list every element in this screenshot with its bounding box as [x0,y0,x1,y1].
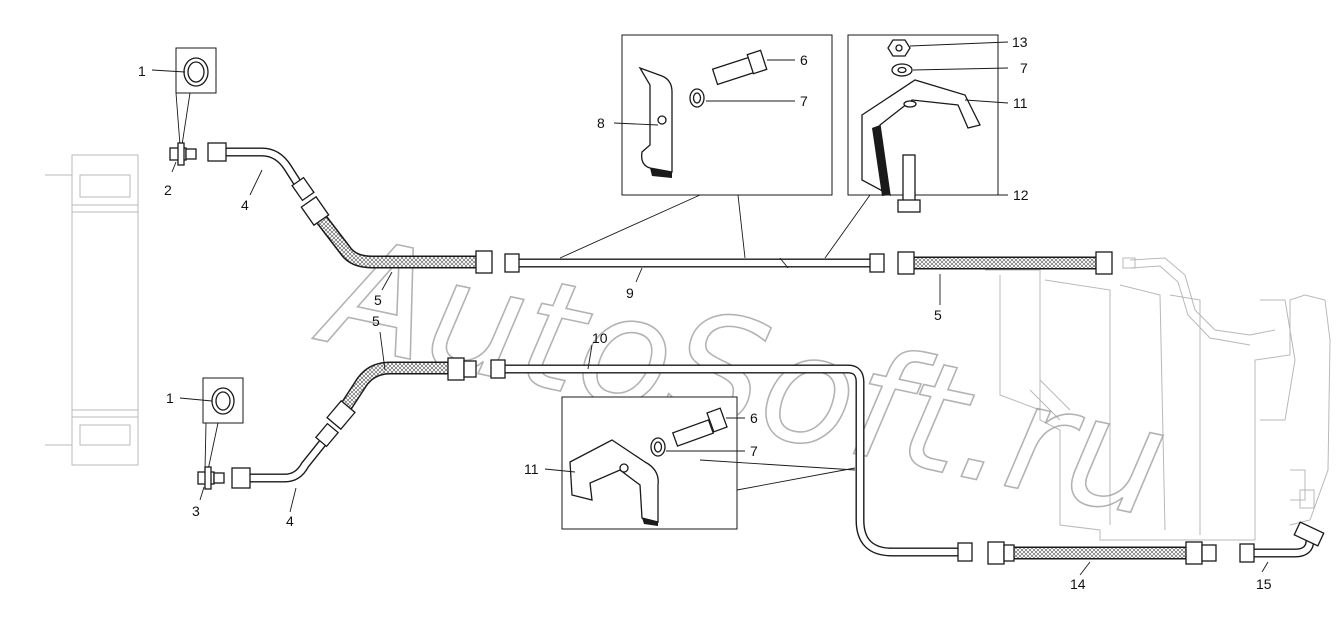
callout-5-lower-left: 5 [372,313,380,329]
detail-bracket-8-box [559,34,833,259]
lower-tube-10 [490,359,973,562]
detail-clamp-11-lower-box [561,396,856,530]
callout-labels: 1 2 4 5 5 6 7 8 9 13 7 11 12 1 3 4 10 6 … [138,34,1272,592]
callout-9: 9 [626,285,634,301]
lower-oring-box [202,377,244,471]
callout-7-upper: 7 [800,93,808,109]
callout-3: 3 [192,503,200,519]
callout-10: 10 [592,330,608,346]
callout-6-upper: 6 [800,52,808,68]
callout-15: 15 [1256,576,1272,592]
detail-clamp-11-box [824,34,999,259]
upper-right-hose-5 [897,251,1113,275]
callout-6-lower: 6 [750,410,758,426]
callout-leaders [151,41,1269,576]
callout-12: 12 [1013,187,1029,203]
callout-7-clamp: 7 [1020,60,1028,76]
callout-5-right: 5 [934,307,942,323]
callout-2: 2 [164,182,172,198]
upper-adapter-fitting [169,142,197,166]
lower-hose-5 [326,357,477,431]
upper-hose-5 [300,195,493,274]
lower-hose-14 [987,541,1217,565]
elbow-fitting-15 [1239,521,1325,563]
callout-8: 8 [597,115,605,131]
callout-11-upper: 11 [1013,95,1028,111]
callout-5-upper-left: 5 [374,292,382,308]
callout-13: 13 [1012,34,1028,50]
callout-14: 14 [1070,576,1086,592]
ghost-engine [985,257,1331,541]
callout-1-lower: 1 [166,390,174,406]
lower-tube-4 [231,422,340,489]
callout-7-lower: 7 [750,443,758,459]
upper-oring-box [175,47,217,146]
upper-tube-4 [207,142,315,202]
callout-11-lower: 11 [524,461,539,477]
callout-1-upper: 1 [138,63,146,79]
lower-adapter-fitting [197,466,225,490]
upper-tube-9 [504,253,885,273]
callout-4-upper: 4 [241,197,249,213]
callout-4-lower: 4 [286,513,294,529]
ghost-radiator [45,154,139,466]
